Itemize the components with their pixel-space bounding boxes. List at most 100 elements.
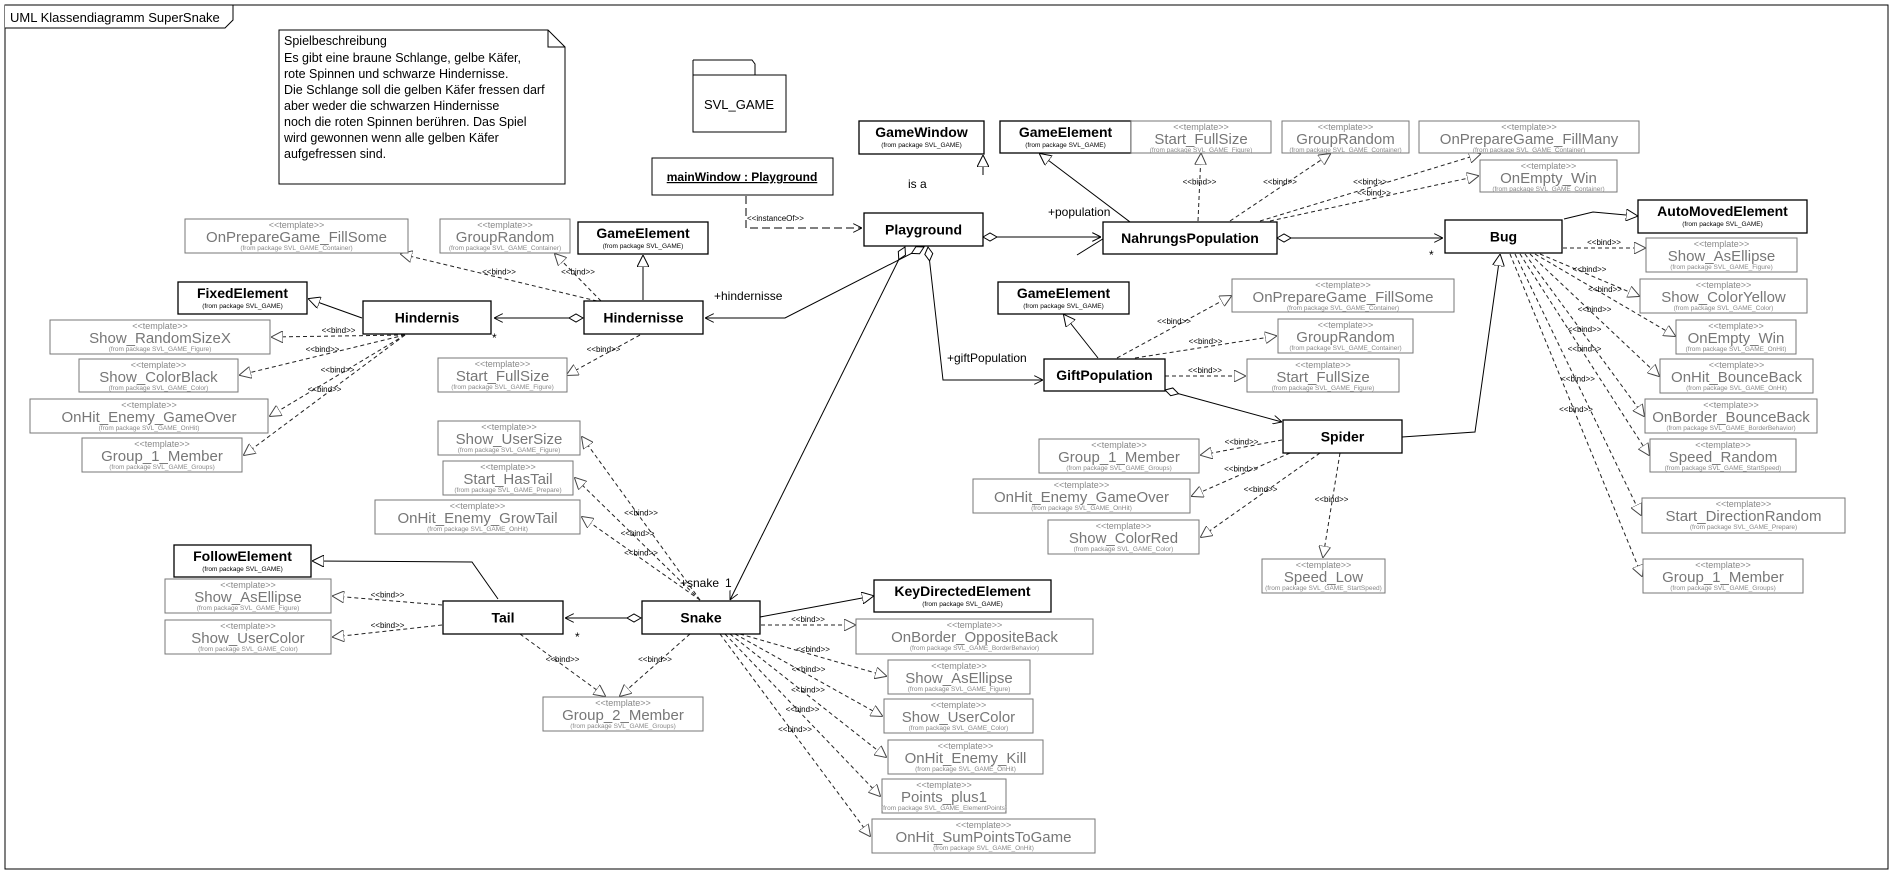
- template-name: Group_1_Member: [1662, 569, 1784, 586]
- template-show-asellipse[interactable]: <<template>>Show_AsEllipse(from package …: [164, 578, 332, 614]
- template-show-coloryellow[interactable]: <<template>>Show_ColorYellow(from packag…: [1639, 278, 1808, 314]
- template-stereotype: <<template>>: [1521, 161, 1577, 171]
- template-onpreparegame-fillmany[interactable]: <<template>>OnPrepareGame_FillMany(from …: [1418, 120, 1640, 154]
- template-show-randomsizex[interactable]: <<template>>Show_RandomSizeX(from packag…: [49, 319, 271, 355]
- template-name: Group_1_Member: [1058, 449, 1180, 466]
- class-gameelement[interactable]: GameElement(from package SVL_GAME): [999, 120, 1132, 154]
- class-bug[interactable]: Bug: [1444, 219, 1563, 254]
- template-package: (from package SVL_GAME_Color): [1674, 305, 1774, 312]
- template-group-2-member[interactable]: <<template>>Group_2_Member(from package …: [542, 696, 704, 732]
- template-onpreparegame-fillsome[interactable]: <<template>>OnPrepareGame_FillSome(from …: [1231, 278, 1455, 313]
- template-stereotype: <<template>>: [1096, 521, 1152, 531]
- template-package: (from package SVL_GAME_OnHit): [933, 845, 1034, 852]
- class-snake[interactable]: Snake: [641, 600, 761, 635]
- template-package: (from package SVL_GAME_OnHit): [1686, 346, 1787, 353]
- template-stereotype: <<template>>: [1709, 360, 1765, 370]
- edge-label-star: *: [1429, 248, 1434, 262]
- template-package: (from package SVL_GAME_Prepare): [1690, 524, 1797, 531]
- template-package: (from package SVL_GAME_Figure): [458, 447, 561, 454]
- template-package: (from package SVL_GAME_Groups): [109, 464, 215, 471]
- template-onhit-enemy-kill[interactable]: <<template>>OnHit_Enemy_Kill(from packag…: [887, 739, 1044, 775]
- template-show-usersize[interactable]: <<template>>Show_UserSize(from package S…: [437, 420, 581, 456]
- template-stereotype: <<template>>: [1315, 280, 1371, 290]
- class-nahrungspopulation[interactable]: NahrungsPopulation: [1102, 221, 1278, 255]
- class-playground[interactable]: Playground: [863, 212, 984, 247]
- template-start-fullsize[interactable]: <<template>>Start_FullSize(from package …: [1246, 358, 1400, 393]
- bind-label: <<bind>>: [1578, 305, 1612, 314]
- template-box: [1231, 278, 1455, 313]
- class-gameelement[interactable]: GameElement(from package SVL_GAME): [997, 281, 1130, 315]
- template-onhit-enemy-gameover[interactable]: <<template>>OnHit_Enemy_GameOver(from pa…: [29, 398, 269, 434]
- class-followelement[interactable]: FollowElement(from package SVL_GAME): [173, 544, 312, 578]
- template-box: [164, 619, 332, 655]
- template-group-1-member[interactable]: <<template>>Group_1_Member(from package …: [1642, 558, 1804, 594]
- template-start-fullsize[interactable]: <<template>>Start_FullSize(from package …: [437, 357, 568, 393]
- template-package: (from package SVL_GAME_Container): [1287, 305, 1399, 312]
- template-show-asellipse[interactable]: <<template>>Show_AsEllipse(from package …: [887, 659, 1031, 695]
- template-stereotype: <<template>>: [220, 621, 276, 631]
- template-start-hastail[interactable]: <<template>>Start_HasTail(from package S…: [442, 460, 574, 496]
- template-speed-low[interactable]: <<template>>Speed_Low(from package SVL_G…: [1261, 558, 1386, 594]
- bind-edge-snake-to-points-plus1: [724, 633, 880, 796]
- template-onborder-oppositeback[interactable]: <<template>>OnBorder_OppositeBack(from p…: [855, 618, 1094, 655]
- bind-label: <<bind>>: [371, 591, 405, 600]
- template-grouprandom[interactable]: <<template>>GroupRandom(from package SVL…: [1281, 120, 1410, 154]
- class-automovedelement[interactable]: AutoMovedElement(from package SVL_GAME): [1637, 199, 1808, 234]
- template-package: (from package SVL_GAME_OnHit): [99, 425, 200, 432]
- bind-label: <<bind>>: [482, 268, 516, 277]
- template-speed-random[interactable]: <<template>>Speed_Random(from package SV…: [1649, 438, 1797, 473]
- template-group-1-member[interactable]: <<template>>Group_1_Member(from package …: [81, 437, 243, 473]
- class-box: [858, 120, 985, 155]
- template-grouprandom[interactable]: <<template>>GroupRandom(from package SVL…: [439, 218, 571, 254]
- template-grouprandom[interactable]: <<template>>GroupRandom(from package SVL…: [1277, 318, 1414, 354]
- class-hindernis[interactable]: Hindernis: [362, 300, 492, 335]
- template-onhit-sumpointstogame[interactable]: <<template>>OnHit_SumPointsToGame(from p…: [871, 818, 1096, 854]
- class-fixedelement[interactable]: FixedElement(from package SVL_GAME): [177, 281, 308, 315]
- template-show-usercolor[interactable]: <<template>>Show_UserColor(from package …: [883, 698, 1034, 734]
- note-line: Es gibt eine braune Schlange, gelbe Käfe…: [284, 51, 521, 65]
- template-stereotype: <<template>>: [947, 620, 1003, 630]
- class-keydirectedelement[interactable]: KeyDirectedElement(from package SVL_GAME…: [873, 579, 1052, 613]
- bind-label: <<bind>>: [638, 655, 672, 664]
- generalization-edge: [759, 596, 873, 618]
- template-onhit-bounceback[interactable]: <<template>>OnHit_BounceBack(from packag…: [1659, 358, 1814, 394]
- template-onpreparegame-fillsome[interactable]: <<template>>OnPrepareGame_FillSome(from …: [184, 218, 409, 254]
- object-mainwindow[interactable]: mainWindow : Playground: [651, 157, 834, 196]
- edge-label-giftPopulation: +giftPopulation: [947, 351, 1027, 365]
- class-giftpopulation[interactable]: GiftPopulation: [1043, 358, 1166, 392]
- template-onborder-bounceback[interactable]: <<template>>OnBorder_BounceBack(from pac…: [1644, 398, 1818, 434]
- template-start-fullsize[interactable]: <<template>>Start_FullSize(from package …: [1130, 120, 1272, 154]
- template-onhit-enemy-growtail[interactable]: <<template>>OnHit_Enemy_GrowTail(from pa…: [374, 499, 581, 535]
- class-name: GameElement: [1019, 124, 1113, 140]
- template-onempty-win[interactable]: <<template>>OnEmpty_Win(from package SVL…: [1479, 159, 1618, 193]
- template-box: [1639, 278, 1808, 314]
- template-onhit-enemy-gameover[interactable]: <<template>>OnHit_Enemy_GameOver(from pa…: [972, 478, 1191, 514]
- bind-edge-bug-to-group-1-member: [1509, 253, 1642, 576]
- class-box: [863, 212, 984, 247]
- template-onempty-win[interactable]: <<template>>OnEmpty_Win(from package SVL…: [1675, 319, 1797, 355]
- template-show-colorred[interactable]: <<template>>Show_ColorRed(from package S…: [1047, 519, 1200, 555]
- template-stereotype: <<template>>: [931, 700, 987, 710]
- package-svl-game[interactable]: SVL_GAME: [692, 59, 787, 133]
- template-group-1-member[interactable]: <<template>>Group_1_Member(from package …: [1038, 438, 1200, 474]
- class-tail[interactable]: Tail: [442, 600, 564, 635]
- bind-label: <<bind>>: [792, 665, 826, 674]
- bind-edge-spider-to-show-colorred: [1201, 452, 1321, 537]
- template-stereotype: <<template>>: [1296, 560, 1352, 570]
- template-show-colorblack[interactable]: <<template>>Show_ColorBlack(from package…: [78, 358, 239, 393]
- template-points-plus1[interactable]: <<template>>Points_plus1(from package SV…: [881, 778, 1007, 814]
- template-start-directionrandom[interactable]: <<template>>Start_DirectionRandom(from p…: [1641, 497, 1846, 534]
- template-box: [184, 218, 409, 254]
- bind-label: <<bind>>: [1225, 438, 1259, 447]
- bind-edge-hindernis-to-show-randomsizex: [272, 335, 406, 337]
- bind-label: <<bind>>: [308, 385, 342, 394]
- template-show-usercolor[interactable]: <<template>>Show_UserColor(from package …: [164, 619, 332, 655]
- class-spider[interactable]: Spider: [1282, 419, 1403, 454]
- class-gamewindow[interactable]: GameWindow(from package SVL_GAME): [858, 120, 985, 155]
- bind-label: <<bind>>: [306, 345, 340, 354]
- class-gameelement[interactable]: GameElement(from package SVL_GAME): [577, 221, 709, 255]
- edge-label-snake: +snake: [680, 576, 719, 590]
- edge-label-one: 1: [725, 576, 732, 590]
- template-show-asellipse[interactable]: <<template>>Show_AsEllipse(from package …: [1645, 237, 1798, 273]
- class-hindernisse[interactable]: Hindernisse: [583, 300, 704, 335]
